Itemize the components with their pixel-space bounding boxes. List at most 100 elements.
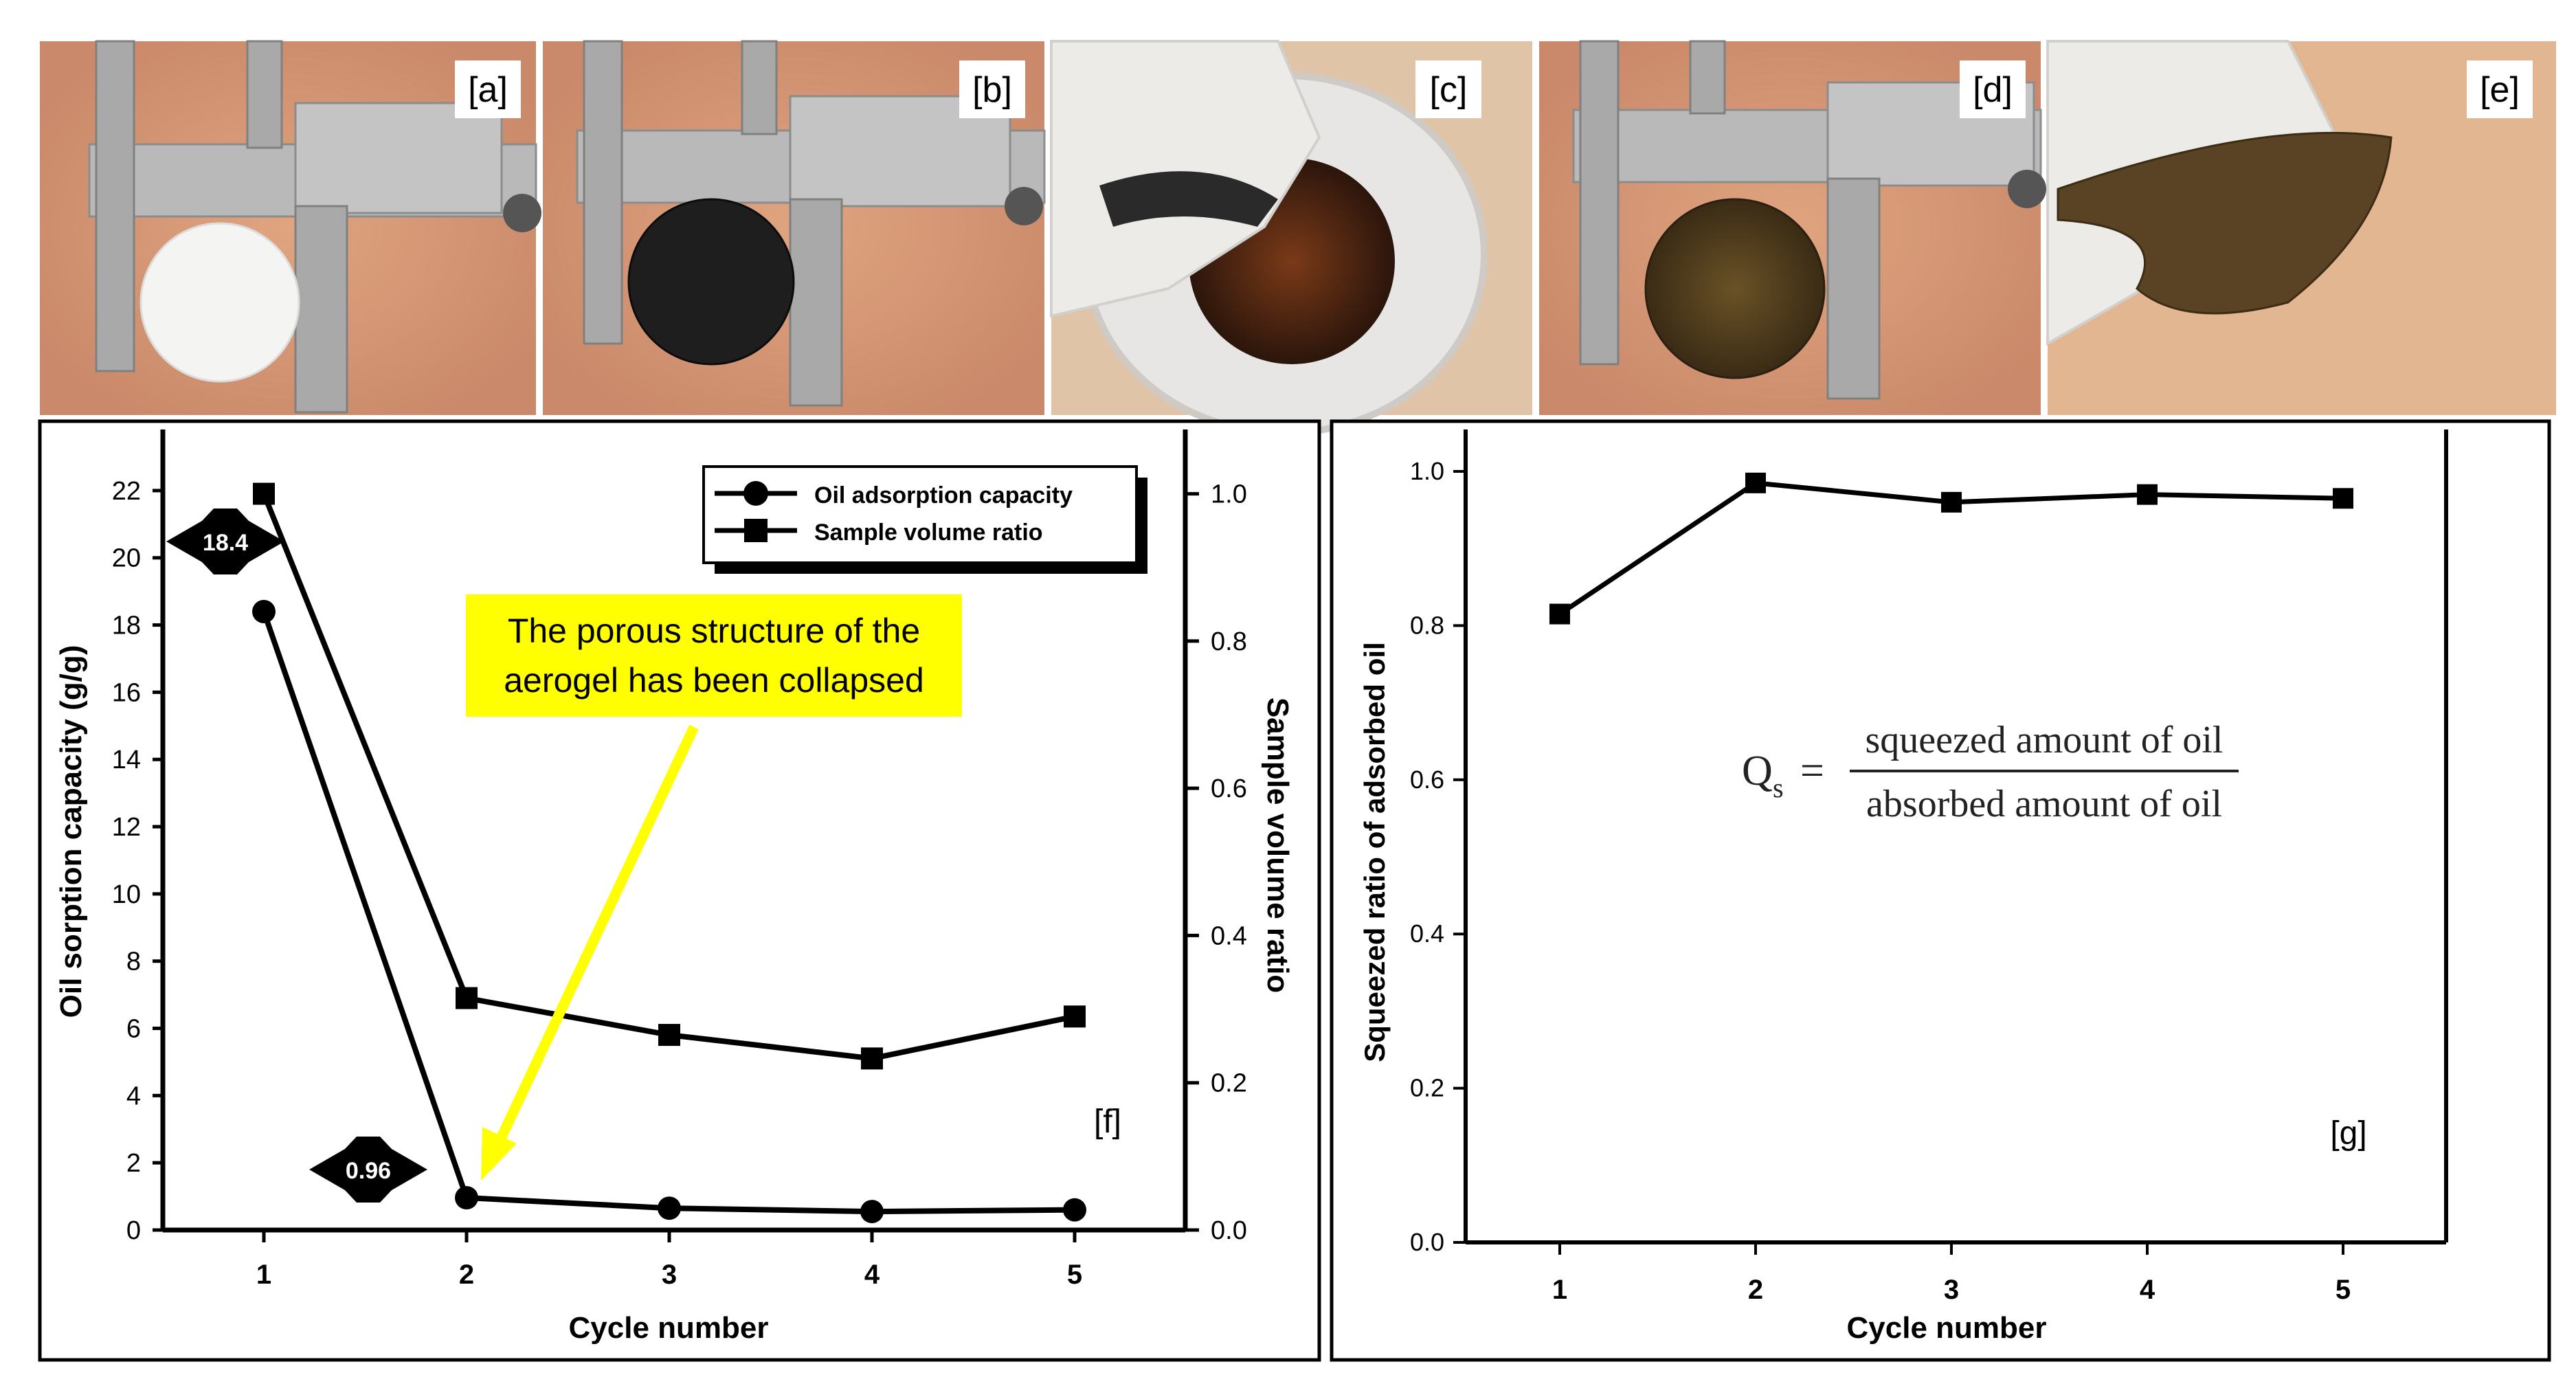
legend-circle-marker [743, 481, 768, 506]
panel-frame [1330, 419, 2551, 1362]
annotation-arrowhead [481, 1127, 517, 1181]
photo-e: [e] [2046, 40, 2556, 415]
formula-lhs: Q [1742, 748, 1773, 794]
y-tick-label: 0.8 [1410, 611, 1444, 639]
chart-g: 1 2 3 4 5 0.0 0.2 0.4 0.6 0.8 1.0 Cycle number Squ… [1330, 419, 2551, 1362]
y-tick-label-left: 22 [112, 477, 141, 506]
data-point [2137, 484, 2158, 505]
photo-a: [a] [40, 40, 541, 415]
data-point [861, 1047, 883, 1070]
panel-label: [f] [1094, 1104, 1121, 1140]
legend-label: Sample volume ratio [814, 519, 1043, 546]
y-tick-label-left: 0 [126, 1216, 141, 1245]
x-axis-label: Cycle number [569, 1311, 769, 1345]
legend: Oil adsorption capacity Sample volume ra… [702, 465, 1147, 574]
photo-c: [c] [1050, 40, 1532, 436]
y-tick-label-left: 6 [126, 1015, 141, 1044]
x-tick-label: 3 [662, 1260, 677, 1290]
formula-denominator: absorbed amount of oil [1866, 783, 2222, 825]
plot-frame [1464, 429, 2448, 1244]
y-tick-label: 1.0 [1410, 457, 1444, 485]
white-aerogel-disc [139, 222, 300, 383]
photo-label-d: [d] [1973, 70, 2013, 110]
data-point [1745, 472, 1766, 493]
x-tick-label: 4 [2140, 1275, 2155, 1305]
axis-ticks: 1 2 3 4 5 0.0 0.2 0.4 0.6 0.8 1.0 [1410, 457, 2351, 1305]
series-group [1549, 472, 2353, 625]
y-tick-label: 0.4 [1410, 919, 1444, 948]
y-tick-label-left: 2 [126, 1149, 141, 1178]
data-point [2333, 488, 2353, 509]
x-axis-label: Cycle number [1847, 1311, 2047, 1345]
y-tick-label-right: 0.2 [1211, 1069, 1247, 1098]
data-point [1549, 603, 1570, 625]
photo-label-a: [a] [468, 70, 508, 110]
y-tick-label-right: 0.6 [1211, 774, 1247, 803]
y-tick-label-left: 12 [112, 813, 141, 842]
black-aerogel-disc [627, 198, 795, 366]
annotation-arrow [493, 724, 699, 1147]
data-point [252, 600, 276, 623]
y-tick-label: 0.0 [1410, 1228, 1444, 1256]
y-tick-label-left: 10 [112, 880, 141, 909]
data-point [658, 1196, 681, 1220]
legend-label: Oil adsorption capacity [814, 482, 1073, 508]
caliper-icon [88, 40, 541, 414]
data-label-badge: 0.96 [309, 1137, 427, 1203]
y-tick-label-right: 0.0 [1211, 1216, 1247, 1245]
data-point [1941, 491, 1962, 513]
data-point [455, 1186, 478, 1210]
data-point [1063, 1198, 1086, 1222]
series-group [252, 482, 1086, 1224]
x-tick-label: 1 [1552, 1275, 1567, 1305]
photo-strip: [a] [b] [c] [40, 40, 2556, 436]
y-axis-label-left: Oil sorption capacity (g/g) [54, 645, 88, 1018]
formula: Q s = squeezed amount of oil absorbed am… [1742, 719, 2239, 825]
y-tick-label-left: 18 [112, 612, 141, 640]
compressed-aerogel [2057, 131, 2393, 315]
y-tick-label: 0.6 [1410, 765, 1444, 794]
x-tick-label: 2 [1748, 1275, 1763, 1305]
data-label: 0.96 [346, 1158, 391, 1184]
formula-equals: = [1800, 748, 1824, 794]
x-tick-label: 5 [2336, 1275, 2351, 1305]
y-tick-label-left: 8 [126, 948, 141, 976]
y-tick-label-right: 0.8 [1211, 627, 1247, 656]
x-tick-label: 4 [864, 1260, 880, 1290]
x-tick-label: 2 [459, 1260, 474, 1290]
data-point [860, 1200, 884, 1224]
y-tick-label-left: 20 [112, 544, 141, 573]
data-point [253, 482, 275, 505]
x-tick-label: 1 [256, 1260, 271, 1290]
y-tick-label: 0.2 [1410, 1074, 1444, 1102]
data-label-badge: 18.4 [166, 508, 284, 574]
y-tick-label-left: 4 [126, 1082, 141, 1110]
photo-d: [d] [1539, 40, 2046, 415]
photo-label-b: [b] [972, 70, 1012, 110]
annotation-line: aerogel has been collapsed [504, 661, 924, 700]
oil-soaked-aerogel-disc [1644, 198, 1826, 379]
data-point [1064, 1005, 1086, 1028]
y-tick-label-right: 1.0 [1211, 480, 1247, 509]
photo-label-c: [c] [1430, 70, 1468, 110]
data-point [658, 1024, 680, 1047]
data-label: 18.4 [203, 530, 248, 556]
formula-numerator: squeezed amount of oil [1866, 719, 2224, 761]
y-tick-label-left: 16 [112, 678, 141, 707]
y-axis-label-right: Sample volume ratio [1261, 697, 1295, 993]
y-tick-label-left: 14 [112, 746, 141, 774]
x-tick-label: 5 [1067, 1260, 1082, 1290]
x-tick-label: 3 [1944, 1275, 1959, 1305]
annotation-line: The porous structure of the [508, 612, 920, 650]
y-axis-label: Squeezed ratio of adsorbed oil [1358, 642, 1391, 1062]
annotation: The porous structure of the aerogel has … [466, 594, 962, 1181]
photo-label-e: [e] [2480, 70, 2520, 110]
squeezed-aerogel [1099, 171, 1278, 227]
photo-b: [b] [543, 40, 1046, 415]
data-point [456, 987, 478, 1009]
formula-subscript: s [1773, 772, 1784, 803]
legend-square-marker [744, 519, 768, 542]
